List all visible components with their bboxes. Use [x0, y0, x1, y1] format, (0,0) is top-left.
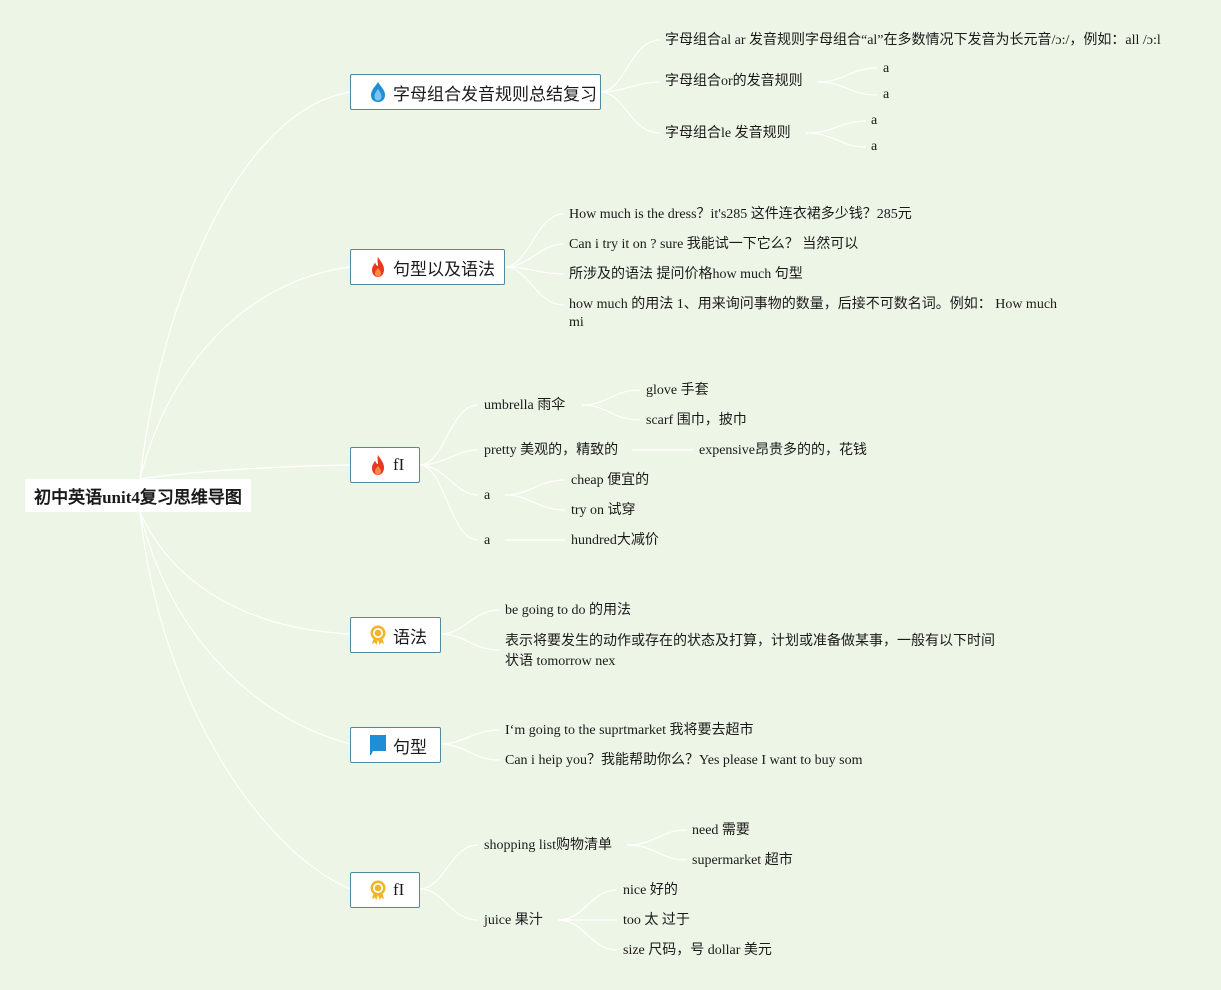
subtopic-a[interactable]: a: [871, 139, 878, 154]
award-badge-icon: [368, 879, 388, 901]
connector: [139, 91, 351, 480]
subtopic-expensive[interactable]: expensive昂贵多的的，花钱: [699, 443, 867, 458]
subtopic-too[interactable]: too 太 过于: [623, 913, 690, 928]
connector: [139, 511, 351, 745]
branch-grammar[interactable]: 语法: [350, 617, 441, 653]
connector: [817, 81, 878, 96]
branch-letter-pronunciation[interactable]: 字母组合发音规则总结复习: [350, 74, 601, 110]
root-topic-label: 初中英语unit4复习思维导图: [34, 488, 242, 507]
topic-a[interactable]: a: [484, 488, 491, 503]
connector: [439, 633, 501, 651]
branch-label: fI: [393, 880, 405, 899]
subtopic-cheap[interactable]: cheap 便宜的: [571, 473, 650, 488]
connector: [557, 889, 618, 921]
topic-how-much-usage[interactable]: how much 的用法 1、用来询问事物的数量，后接不可数名词。例如： How…: [569, 297, 1058, 330]
fire-icon: [368, 256, 388, 278]
branch-label: fI: [393, 455, 405, 474]
connector: [418, 844, 479, 890]
connector: [418, 888, 479, 921]
connector: [817, 67, 878, 83]
branch-label: 句型以及语法: [393, 259, 495, 279]
flag-icon: [368, 734, 388, 756]
branch-label: 语法: [393, 627, 427, 647]
connector: [139, 511, 351, 635]
topic-juice[interactable]: juice 果汁: [484, 913, 543, 928]
subtopic-hundred[interactable]: hundred大减价: [571, 533, 659, 548]
connector: [503, 213, 565, 268]
topic-can-i-help[interactable]: Can i heip you？我能帮助你么？Yes please I want …: [505, 753, 863, 768]
water-drop-icon: [368, 81, 388, 103]
connector: [139, 511, 351, 890]
subtopic-size-dollar[interactable]: size 尺码，号 dollar 美元: [623, 943, 772, 958]
connector: [504, 479, 566, 496]
topic-be-going-to[interactable]: be going to do 的用法: [505, 603, 631, 618]
subtopic-try-on[interactable]: try on 试穿: [571, 503, 636, 518]
connector: [139, 464, 351, 480]
connector: [439, 609, 501, 635]
connector: [599, 91, 661, 134]
topic-shopping-list[interactable]: shopping list购物清单: [484, 838, 612, 853]
topic-or-rule[interactable]: 字母组合or的发音规则: [665, 74, 803, 89]
connector: [503, 266, 565, 306]
topic-a[interactable]: a: [484, 533, 491, 548]
subtopic-supermarket[interactable]: supermarket 超市: [692, 853, 793, 868]
connector: [503, 266, 565, 275]
subtopic-a[interactable]: a: [883, 87, 890, 102]
connector: [581, 389, 641, 406]
subtopic-scarf[interactable]: scarf 围巾，披巾: [646, 413, 747, 428]
subtopic-need[interactable]: need 需要: [692, 823, 750, 838]
topic-how-much-dress[interactable]: How much is the dress？it's285 这件连衣裙多少钱？2…: [569, 207, 912, 222]
topic-pretty[interactable]: pretty 美观的，精致的: [484, 443, 619, 458]
subtopic-a[interactable]: a: [871, 113, 878, 128]
root-topic[interactable]: 初中英语unit4复习思维导图: [25, 479, 251, 512]
connector: [503, 243, 565, 268]
subtopic-nice[interactable]: nice 好的: [623, 883, 678, 898]
connector: [626, 844, 688, 861]
connector: [504, 494, 566, 511]
subtopic-glove[interactable]: glove 手套: [646, 383, 709, 398]
branch-sentence-patterns[interactable]: 句型: [350, 727, 441, 763]
connector: [139, 266, 351, 480]
connector: [599, 81, 661, 93]
connector: [581, 404, 641, 421]
topic-price-grammar[interactable]: 所涉及的语法 提问价格how much 句型: [569, 267, 803, 282]
branch-fi-shopping[interactable]: fI: [350, 872, 420, 908]
connector: [599, 39, 661, 93]
branch-label: 字母组合发音规则总结复习: [393, 84, 597, 104]
topic-try-it-on[interactable]: Can i try it on ? sure 我能试一下它么？ 当然可以: [569, 237, 859, 252]
connector: [439, 729, 501, 745]
branch-label: 句型: [393, 737, 427, 757]
connector: [418, 404, 479, 466]
branch-fi-vocabulary[interactable]: fI: [350, 447, 420, 483]
topic-future-plan-meaning[interactable]: 表示将要发生的动作或存在的状态及打算，计划或准备做某事，一般有以下时间状语 to…: [505, 634, 995, 669]
connector: [439, 743, 501, 761]
award-badge-icon: [368, 624, 388, 646]
connector: [557, 919, 618, 951]
subtopic-a[interactable]: a: [883, 61, 890, 76]
topic-al-ar-rule[interactable]: 字母组合al ar 发音规则字母组合“al”在多数情况下发音为长元音/ɔ:/，例…: [665, 33, 1161, 48]
connector: [805, 132, 867, 148]
connector: [418, 464, 479, 496]
connector: [418, 464, 479, 541]
connector: [626, 829, 688, 846]
connector: [418, 449, 479, 466]
branch-sentence-grammar[interactable]: 句型以及语法: [350, 249, 505, 285]
connector: [805, 120, 867, 134]
topic-umbrella[interactable]: umbrella 雨伞: [484, 398, 566, 413]
topic-going-supermarket[interactable]: I‘m going to the suprtmarket 我将要去超市: [505, 723, 754, 738]
topic-le-rule[interactable]: 字母组合le 发音规则: [665, 126, 791, 141]
fire-icon: [368, 454, 388, 476]
